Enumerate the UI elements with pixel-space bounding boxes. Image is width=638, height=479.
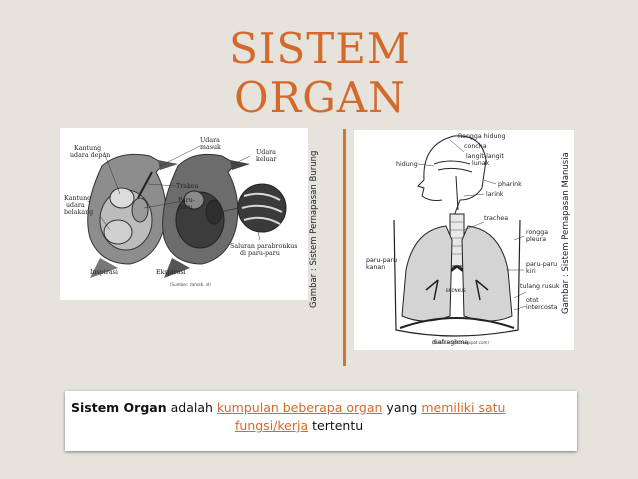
link-kumpulan-organ[interactable]: kumpulan beberapa organ xyxy=(216,400,383,415)
label-langit-langit-1: langit-langit xyxy=(466,153,504,160)
label-kantung-udara-belakang-1: Kantung xyxy=(64,195,91,202)
definition-term: Sistem Organ xyxy=(71,400,167,415)
bird-source-credit: (Sumber: zamab. id) xyxy=(170,282,211,287)
label-larink: larink xyxy=(486,191,504,198)
label-paru-kanan-2: kanan xyxy=(366,264,385,271)
lungs-illustration xyxy=(393,219,521,337)
label-paru-kiri-2: kiri xyxy=(526,268,536,275)
label-ekspirasi: Ekspirasi xyxy=(156,269,186,276)
label-inspirasi: Inspirasi xyxy=(90,269,118,276)
label-udara-masuk-2: masuk xyxy=(200,144,221,151)
parabronkus-detail-illustration xyxy=(219,183,287,233)
definition-box: Sistem Organ adalah kumpulan beberapa or… xyxy=(65,391,577,451)
label-saluran-parabronkus-2: di paru-paru xyxy=(240,250,280,257)
link-memiliki-satu[interactable]: memiliki satu xyxy=(421,400,506,415)
bird-diagram-caption: Gambar : Sistem Pernapasan Burung xyxy=(309,150,319,308)
label-kantung-udara-depan-1: Kantung xyxy=(74,145,101,152)
label-kantung-udara-belakang-3: belakang xyxy=(64,209,93,216)
label-hidung: hidung xyxy=(396,161,418,168)
diaphragm-illustration xyxy=(399,317,515,329)
label-otot-1: otot xyxy=(526,297,539,304)
label-udara-keluar-1: Udara xyxy=(256,149,276,156)
bird-inspirasi-illustration xyxy=(87,153,178,278)
human-diagram-svg: Rongga hidung concha langit-langit lunak… xyxy=(366,133,560,346)
label-kantung-udara-depan-2: udara depan xyxy=(70,152,110,159)
link-fungsi-kerja[interactable]: fungsi/kerja xyxy=(235,418,309,433)
bird-respiration-diagram: Kantung udara depan Kantung udara belaka… xyxy=(60,128,308,300)
definition-line-1: Sistem Organ adalah kumpulan beberapa or… xyxy=(71,399,505,417)
slide-title: SISTEM ORGAN xyxy=(229,24,411,122)
definition-text-yang: yang xyxy=(382,400,422,415)
definition-text-tertentu: tertentu xyxy=(308,418,364,433)
human-source-credit: (fadlissorasat.blogspot.com) xyxy=(432,340,489,345)
label-kantung-udara-belakang-2: udara xyxy=(66,202,85,209)
label-trachea: trachea xyxy=(484,215,508,222)
label-tulang-rusuk: tulang rusuk xyxy=(520,283,560,290)
definition-text-adalah: adalah xyxy=(166,400,217,415)
panel-divider xyxy=(343,129,346,366)
bird-diagram-svg: Kantung udara depan Kantung udara belaka… xyxy=(64,137,298,278)
human-head-illustration xyxy=(417,135,487,217)
definition-line-2: fungsi/kerja tertentu xyxy=(235,417,363,435)
label-pharink: pharink xyxy=(498,181,522,188)
label-paru-1: Paru- xyxy=(178,197,195,204)
label-trakea: Trakea xyxy=(176,183,199,190)
label-otot-2: intercosta xyxy=(526,304,558,311)
bird-ekspirasi-illustration xyxy=(162,153,250,278)
label-saluran-parabronkus-1: Saluran parabronkus xyxy=(230,243,298,250)
label-rongga-pleura-1: rongga xyxy=(526,229,548,236)
label-paru-kiri-1: paru-paru xyxy=(526,261,557,268)
label-rongga-hidung: Rongga hidung xyxy=(458,133,506,140)
label-concha: concha xyxy=(464,143,487,150)
label-paru-kanan-1: paru-paru xyxy=(366,257,397,264)
label-udara-masuk-1: Udara xyxy=(200,137,220,144)
label-rongga-pleura-2: pleura xyxy=(526,236,546,243)
label-udara-keluar-2: keluar xyxy=(256,156,277,163)
human-respiration-diagram: Rongga hidung concha langit-langit lunak… xyxy=(354,130,574,350)
label-paru-2: paru xyxy=(178,204,193,211)
label-bronkus: BRONKUS xyxy=(446,288,466,293)
label-langit-langit-2: lunak xyxy=(472,160,490,167)
label-diafraghma: diafraghma xyxy=(432,339,468,346)
human-diagram-caption: Gambar : Sistem Pernapasan Manusia xyxy=(561,152,571,314)
